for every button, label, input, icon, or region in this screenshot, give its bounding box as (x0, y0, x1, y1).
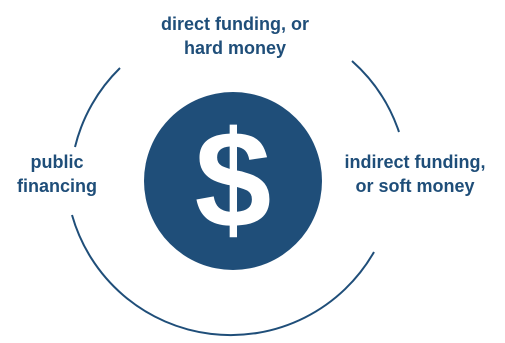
center-disc (144, 92, 322, 270)
label-indirect-funding-line2: or soft money (355, 176, 475, 196)
label-indirect-funding-line1: indirect funding, (344, 152, 486, 172)
label-indirect-funding: indirect funding, or soft money (325, 150, 505, 198)
label-direct-funding: direct funding, or hard money (130, 12, 340, 60)
label-direct-funding-line2: hard money (183, 38, 287, 58)
label-public-financing-line2: financing (17, 176, 97, 196)
label-public-financing: public financing (0, 150, 114, 198)
ring-arc-bottom (71, 214, 375, 337)
ring-arc-upper-right (351, 60, 400, 133)
label-public-financing-line1: public (30, 152, 84, 172)
label-direct-funding-line1: direct funding, or (161, 14, 309, 34)
dollar-sign-icon: $ (195, 103, 272, 257)
ring-arc-upper-left (74, 67, 121, 148)
